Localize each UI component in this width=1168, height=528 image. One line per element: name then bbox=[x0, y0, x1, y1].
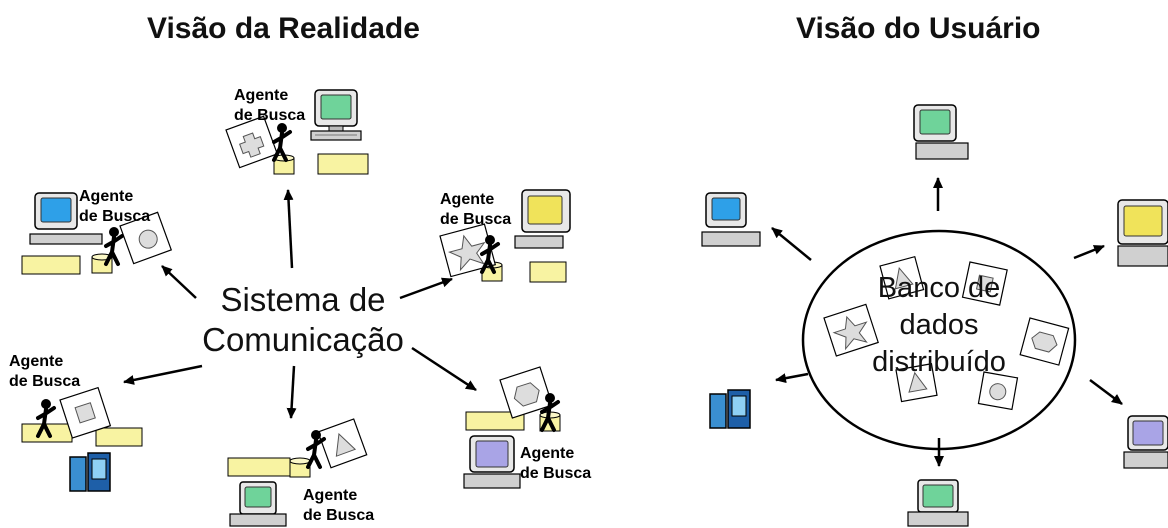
computer-base-icon bbox=[907, 511, 969, 527]
center-line-1: Sistema de bbox=[220, 281, 386, 318]
keyboard-icon bbox=[701, 231, 761, 247]
document-shapes-icon bbox=[895, 363, 938, 403]
user-computer-upper-left bbox=[701, 192, 761, 247]
arrow-icon bbox=[411, 346, 477, 392]
agent-label-upper-right: Agente de Busca bbox=[440, 190, 511, 230]
search-agent-figure-icon bbox=[272, 121, 292, 162]
agent-label-line1: Agente bbox=[440, 191, 495, 208]
computer-screen-icon bbox=[919, 109, 951, 135]
agent-label-line1: Agente bbox=[303, 487, 358, 504]
agent-label-line2: de Busca bbox=[520, 465, 592, 482]
computer-base-icon bbox=[514, 235, 564, 249]
message-box-icon bbox=[317, 153, 369, 175]
db-line-3: distribuído bbox=[872, 346, 1006, 378]
message-box-icon bbox=[95, 427, 143, 447]
document-shapes-icon bbox=[499, 366, 554, 419]
agent-label-line1: Agente bbox=[234, 87, 289, 104]
computer-screen-icon bbox=[1123, 205, 1163, 237]
center-line-2: Comunicação bbox=[202, 321, 404, 358]
arrow-icon bbox=[123, 364, 203, 385]
computer-screen-icon bbox=[527, 195, 563, 225]
computer-base-icon bbox=[1123, 451, 1168, 469]
right-title: Visão do Usuário bbox=[796, 12, 1041, 45]
distributed-database-label: Banco de dados distribuído bbox=[849, 270, 1029, 381]
user-computer-lower-right bbox=[1123, 415, 1168, 469]
message-box-icon bbox=[465, 411, 525, 431]
computer-base-icon bbox=[1117, 245, 1168, 267]
agent-label-lower-right: Agente de Busca bbox=[520, 444, 591, 484]
document-shapes-icon bbox=[1019, 317, 1070, 366]
search-agent-figure-icon bbox=[104, 225, 124, 266]
document-shapes-icon bbox=[439, 223, 497, 278]
agent-label-upper-left: Agente de Busca bbox=[79, 187, 150, 227]
agent-label-line2: de Busca bbox=[440, 211, 512, 228]
agent-group-bottom bbox=[227, 418, 368, 527]
agent-label-line1: Agente bbox=[9, 353, 64, 370]
arrow-icon bbox=[283, 189, 294, 269]
document-shapes-icon bbox=[59, 386, 112, 439]
computer-screen-icon bbox=[1132, 420, 1164, 446]
left-title: Visão da Realidade bbox=[147, 12, 420, 45]
computer-base-icon bbox=[463, 473, 521, 489]
arrow-icon bbox=[775, 372, 809, 384]
agent-label-line2: de Busca bbox=[234, 107, 306, 124]
computer-screen-icon bbox=[475, 440, 509, 468]
message-box-icon bbox=[529, 261, 567, 283]
agent-label-line1: Agente bbox=[79, 188, 134, 205]
message-box-icon bbox=[21, 255, 81, 275]
document-shapes-icon bbox=[119, 211, 173, 265]
user-computer-lower-left bbox=[709, 389, 751, 429]
db-line-1: Banco de bbox=[877, 272, 1001, 304]
arrow-icon bbox=[399, 277, 453, 300]
message-box-icon bbox=[227, 457, 291, 477]
agent-group-upper-left bbox=[21, 192, 173, 275]
document-shapes-icon bbox=[225, 115, 279, 169]
agent-group-lower-right bbox=[463, 366, 561, 489]
computer-base-icon bbox=[229, 513, 287, 527]
user-computer-bottom bbox=[907, 479, 969, 527]
tower-computer-icon bbox=[709, 389, 751, 429]
computer-screen-icon bbox=[922, 484, 954, 508]
computer-screen-icon bbox=[711, 197, 741, 221]
arrow-icon bbox=[161, 265, 197, 299]
document-shapes-icon bbox=[879, 255, 925, 300]
agent-group-top bbox=[225, 89, 369, 175]
arrow-icon bbox=[771, 227, 812, 261]
computer-screen-icon bbox=[40, 197, 72, 223]
agent-label-bottom: Agente de Busca bbox=[303, 486, 374, 526]
agent-group-upper-right bbox=[439, 189, 571, 283]
agent-group-lower-left bbox=[21, 386, 143, 492]
db-line-2: dados bbox=[899, 309, 979, 341]
document-shapes-icon bbox=[977, 371, 1019, 411]
arrow-icon bbox=[1089, 379, 1123, 405]
user-computer-upper-right bbox=[1117, 199, 1168, 267]
computer-base-icon bbox=[915, 142, 969, 160]
document-shapes-icon bbox=[317, 418, 368, 469]
keyboard-icon bbox=[29, 233, 103, 245]
database-documents bbox=[823, 255, 1070, 411]
user-computer-top bbox=[913, 104, 969, 160]
computer-screen-icon bbox=[244, 486, 272, 508]
agent-label-line2: de Busca bbox=[9, 373, 81, 390]
document-shapes-icon bbox=[823, 303, 879, 357]
agent-label-top: Agente de Busca bbox=[234, 86, 305, 126]
arrow-icon bbox=[1073, 244, 1105, 260]
document-shapes-icon bbox=[961, 261, 1008, 306]
agent-label-lower-left: Agente de Busca bbox=[9, 352, 80, 392]
tower-computer-icon bbox=[69, 452, 111, 492]
arrow-icon bbox=[286, 365, 297, 419]
communication-system-label: Sistema de Comunicação bbox=[197, 280, 409, 360]
agent-label-line1: Agente bbox=[520, 445, 575, 462]
agent-label-line2: de Busca bbox=[79, 208, 151, 225]
agent-label-line2: de Busca bbox=[303, 507, 375, 524]
computer-screen-icon bbox=[320, 94, 352, 120]
